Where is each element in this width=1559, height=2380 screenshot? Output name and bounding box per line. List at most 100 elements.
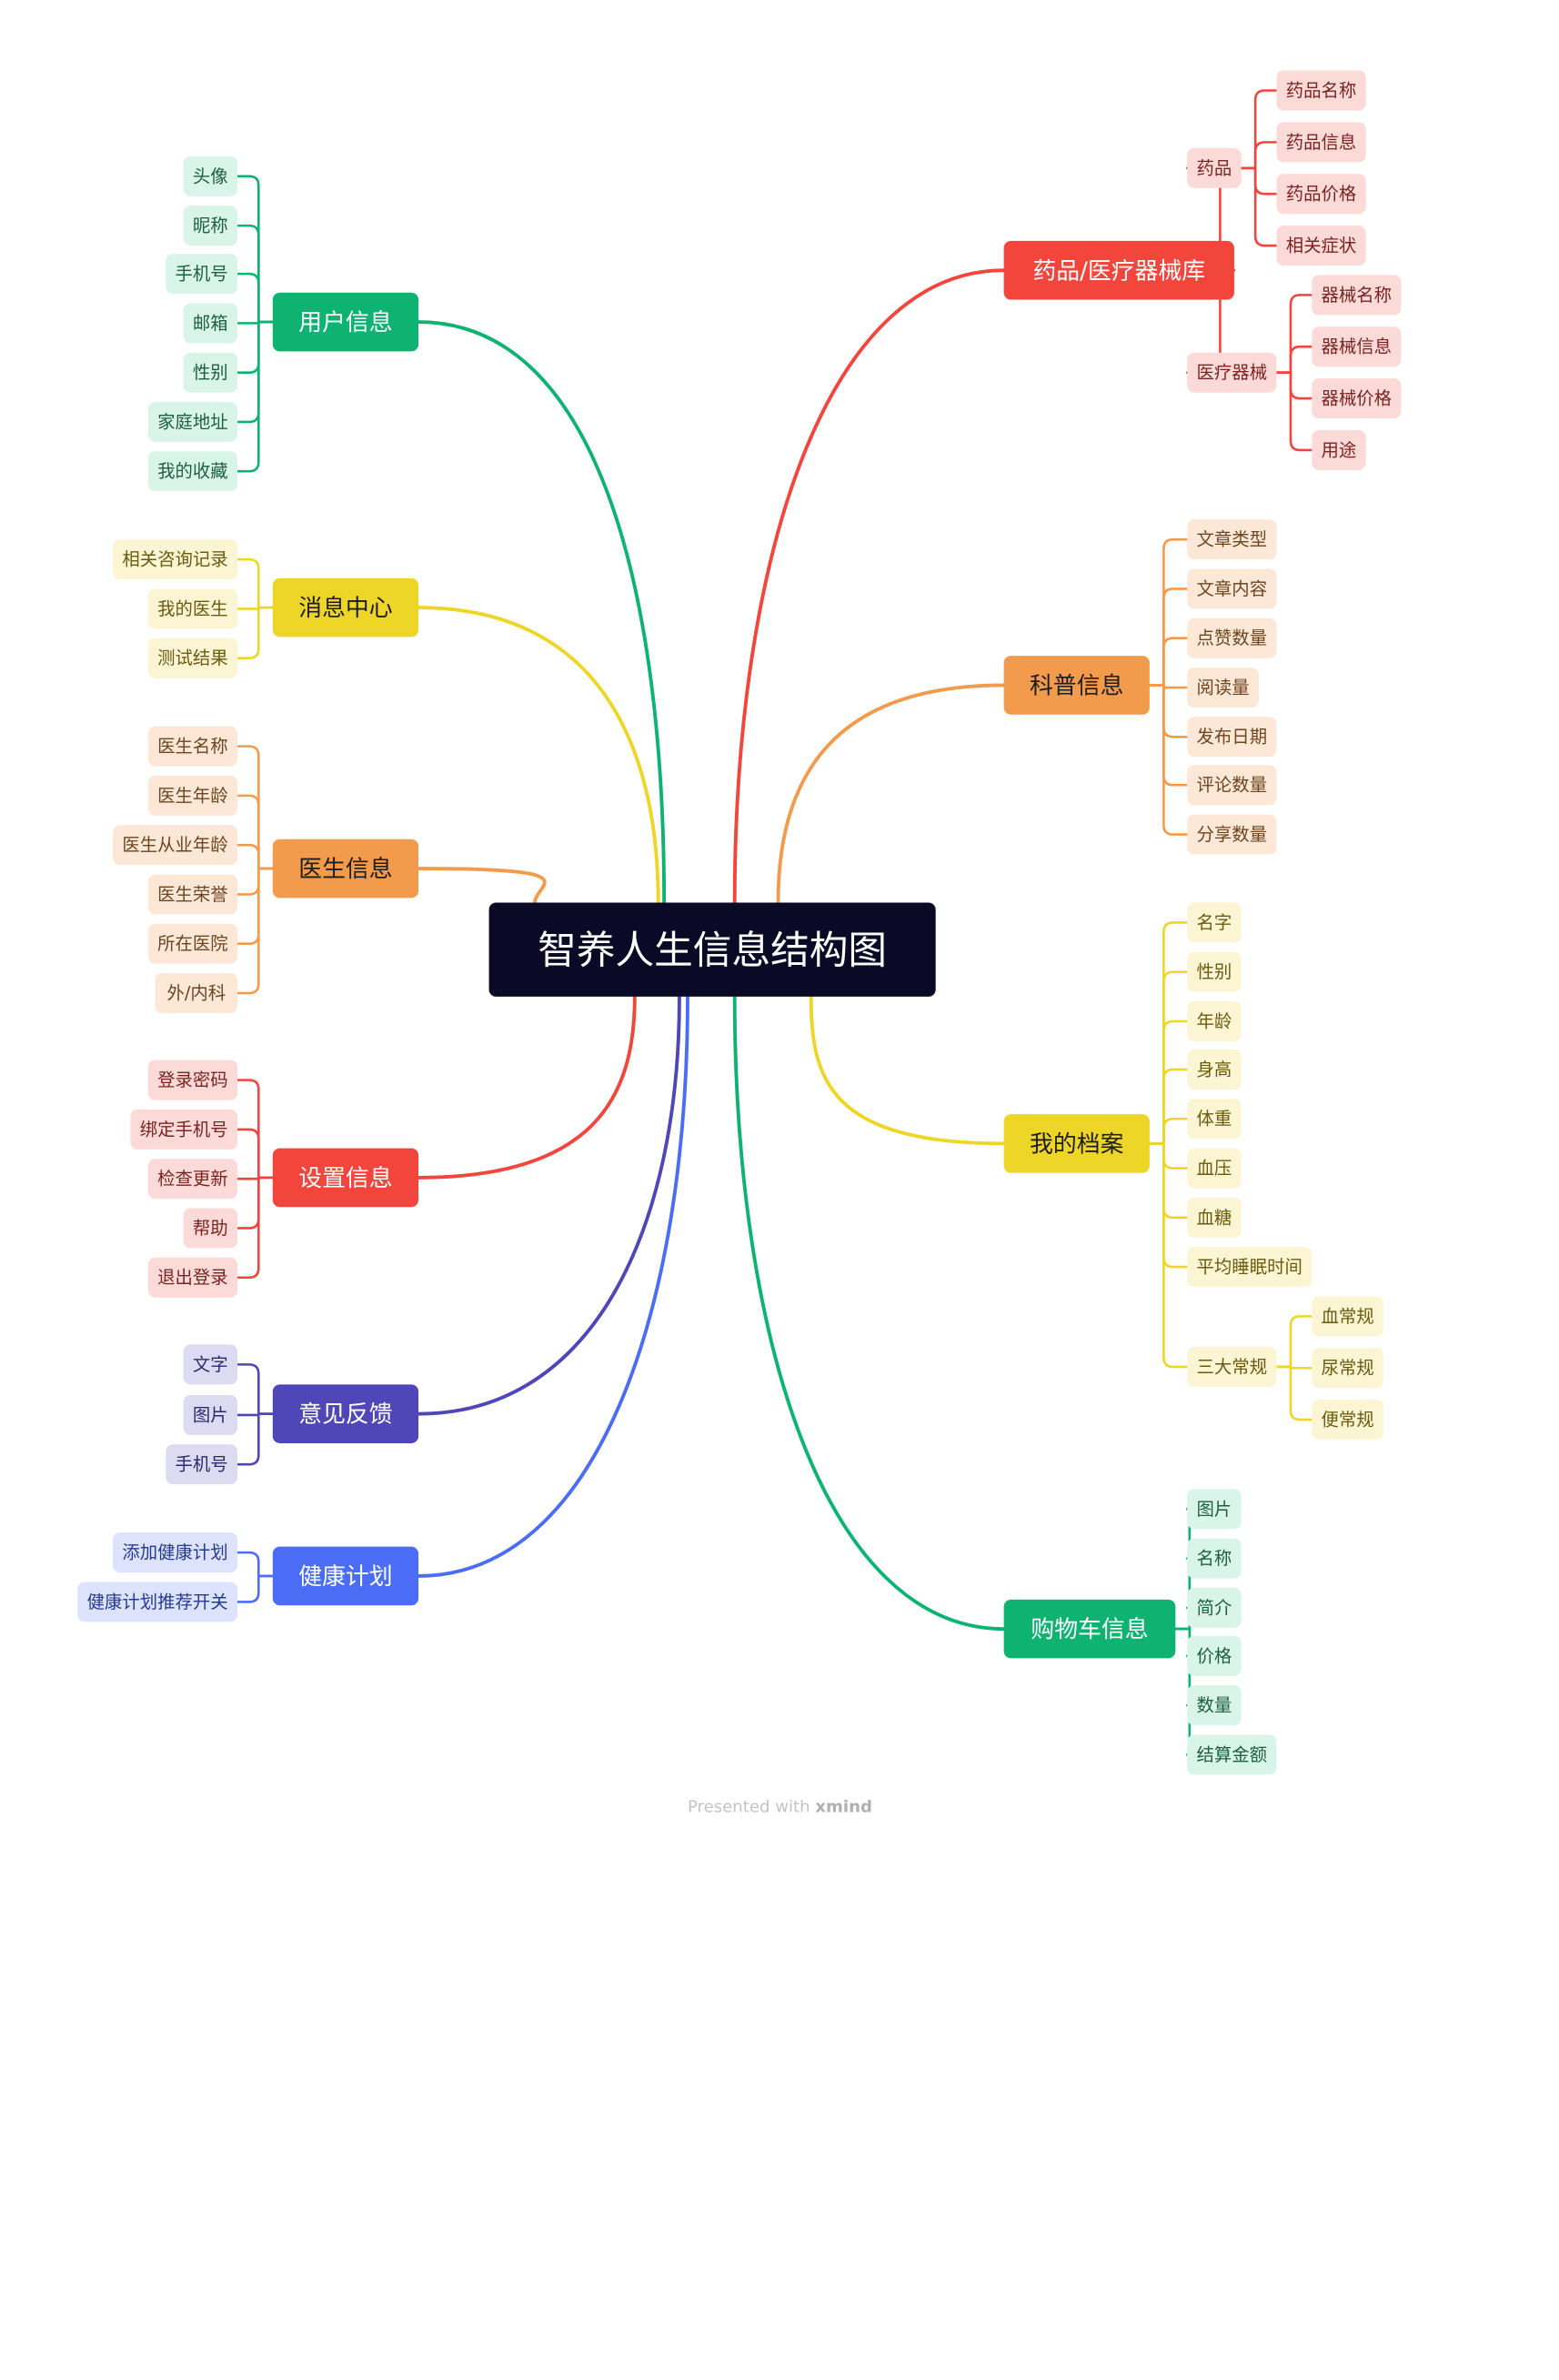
subtopic-6-1[interactable]: 医疗器械 (1187, 352, 1277, 393)
subtopic-8-5[interactable]: 血压 (1187, 1148, 1242, 1189)
subtopic-link-7-1 (1148, 587, 1189, 687)
subtopic-6-0[interactable]: 药品 (1187, 147, 1242, 188)
subtopic-link-3-4 (236, 1176, 275, 1280)
subsubtopic-link-6-0-2 (1240, 166, 1278, 196)
subtopic-link-8-8 (1148, 1142, 1189, 1369)
subsubtopic-6-0-3[interactable]: 相关症状 (1276, 226, 1366, 266)
subtopic-2-0[interactable]: 医生名称 (147, 726, 238, 767)
subtopic-link-3-0 (236, 1079, 275, 1180)
subtopic-link-0-1 (236, 224, 275, 324)
subtopic-link-1-0 (236, 557, 275, 609)
subtopic-0-3[interactable]: 邮箱 (183, 303, 238, 344)
subtopic-0-4[interactable]: 性别 (183, 352, 238, 393)
subtopic-4-2[interactable]: 手机号 (166, 1444, 238, 1485)
footer-brand: xmind (815, 1798, 872, 1817)
footer-credit: Presented with xmind (0, 1798, 1559, 1817)
subtopic-2-2[interactable]: 医生从业年龄 (113, 825, 238, 866)
branch-topic-5[interactable]: 健康计划 (272, 1546, 419, 1606)
branch-topic-4[interactable]: 意见反馈 (272, 1384, 419, 1443)
subtopic-9-1[interactable]: 名称 (1187, 1538, 1242, 1579)
subtopic-2-1[interactable]: 医生年龄 (147, 775, 238, 816)
subtopic-8-0[interactable]: 名字 (1187, 902, 1242, 943)
branch-topic-1[interactable]: 消息中心 (272, 577, 419, 638)
subtopic-link-2-5 (236, 867, 275, 995)
subtopic-2-5[interactable]: 外/内科 (155, 973, 238, 1013)
subsubtopic-6-1-2[interactable]: 器械价格 (1312, 378, 1402, 419)
subtopic-7-4[interactable]: 发布日期 (1187, 717, 1277, 758)
subtopic-link-2-1 (236, 794, 275, 870)
subtopic-7-3[interactable]: 阅读量 (1187, 668, 1260, 708)
subtopic-link-7-4 (1148, 684, 1189, 738)
subtopic-5-0[interactable]: 添加健康计划 (113, 1532, 238, 1573)
subtopic-3-2[interactable]: 检查更新 (147, 1159, 238, 1200)
subtopic-0-2[interactable]: 手机号 (166, 254, 238, 295)
subtopic-3-1[interactable]: 绑定手机号 (130, 1109, 238, 1150)
subtopic-8-1[interactable]: 性别 (1187, 951, 1242, 992)
subsubtopic-6-1-3[interactable]: 用途 (1312, 429, 1366, 470)
subtopic-5-1[interactable]: 健康计划推荐开关 (77, 1582, 238, 1622)
subsubtopic-link-8-8-2 (1275, 1365, 1313, 1421)
subtopic-7-6[interactable]: 分享数量 (1187, 814, 1277, 855)
branch-topic-6[interactable]: 药品/医疗器械库 (1003, 240, 1234, 300)
branch-link-1 (417, 606, 660, 905)
subtopic-link-8-3 (1148, 1068, 1189, 1145)
branch-topic-3[interactable]: 设置信息 (272, 1148, 419, 1208)
subsubtopic-6-0-0[interactable]: 药品名称 (1276, 70, 1366, 111)
subsubtopic-6-1-1[interactable]: 器械信息 (1312, 326, 1402, 367)
subtopic-link-8-1 (1148, 970, 1189, 1145)
subsubtopic-link-6-1-2 (1275, 371, 1313, 400)
subtopic-9-4[interactable]: 数量 (1187, 1685, 1242, 1726)
subtopic-2-3[interactable]: 医生荣誉 (147, 874, 238, 915)
subtopic-1-2[interactable]: 测试结果 (147, 638, 238, 678)
subsubtopic-6-1-0[interactable]: 器械名称 (1312, 275, 1402, 316)
branch-topic-9[interactable]: 购物车信息 (1003, 1599, 1176, 1659)
branch-link-5 (417, 994, 689, 1578)
subtopic-8-3[interactable]: 身高 (1187, 1049, 1242, 1090)
subtopic-2-4[interactable]: 所在医院 (147, 923, 238, 964)
subtopic-link-0-6 (236, 320, 275, 473)
branch-topic-0[interactable]: 用户信息 (272, 292, 419, 352)
subtopic-7-0[interactable]: 文章类型 (1187, 519, 1277, 560)
subtopic-3-3[interactable]: 帮助 (183, 1208, 238, 1249)
subtopic-link-3-3 (236, 1176, 275, 1230)
subtopic-8-4[interactable]: 体重 (1187, 1099, 1242, 1140)
subtopic-0-6[interactable]: 我的收藏 (147, 451, 238, 492)
subsubtopic-8-8-1[interactable]: 尿常规 (1312, 1348, 1384, 1389)
branch-link-3 (417, 994, 637, 1180)
subtopic-8-2[interactable]: 年龄 (1187, 1001, 1242, 1041)
subtopic-0-5[interactable]: 家庭地址 (147, 401, 238, 442)
subtopic-4-0[interactable]: 文字 (183, 1344, 238, 1385)
subtopic-8-6[interactable]: 血糖 (1187, 1197, 1242, 1238)
central-topic[interactable]: 智养人生信息结构图 (488, 902, 936, 997)
subtopic-3-4[interactable]: 退出登录 (147, 1257, 238, 1298)
subsubtopic-6-0-1[interactable]: 药品信息 (1276, 122, 1366, 163)
subtopic-0-0[interactable]: 头像 (183, 156, 238, 196)
branch-topic-8[interactable]: 我的档案 (1003, 1114, 1150, 1173)
subtopic-7-2[interactable]: 点赞数量 (1187, 618, 1277, 658)
subtopic-9-0[interactable]: 图片 (1187, 1489, 1242, 1530)
subsubtopic-8-8-0[interactable]: 血常规 (1312, 1296, 1384, 1337)
subtopic-link-0-0 (236, 175, 275, 324)
subtopic-7-1[interactable]: 文章内容 (1187, 568, 1277, 609)
subtopic-1-1[interactable]: 我的医生 (147, 588, 238, 629)
branch-link-7 (776, 683, 1006, 905)
subtopic-1-0[interactable]: 相关咨询记录 (113, 539, 238, 580)
subtopic-9-3[interactable]: 价格 (1187, 1635, 1242, 1676)
subsubtopic-link-6-0-3 (1240, 166, 1278, 247)
subtopic-link-2-4 (236, 867, 275, 946)
branch-topic-2[interactable]: 医生信息 (272, 839, 419, 899)
branch-link-0 (417, 320, 667, 905)
branch-topic-7[interactable]: 科普信息 (1003, 656, 1150, 715)
subtopic-9-5[interactable]: 结算金额 (1187, 1734, 1277, 1775)
subtopic-3-0[interactable]: 登录密码 (147, 1059, 238, 1100)
subsubtopic-8-8-2[interactable]: 便常规 (1312, 1400, 1384, 1441)
subtopic-9-2[interactable]: 简介 (1187, 1587, 1242, 1628)
subtopic-4-1[interactable]: 图片 (183, 1394, 238, 1435)
subtopic-8-8[interactable]: 三大常规 (1187, 1346, 1277, 1387)
subtopic-8-7[interactable]: 平均睡眠时间 (1187, 1247, 1313, 1288)
subtopic-7-5[interactable]: 评论数量 (1187, 765, 1277, 806)
subtopic-link-8-4 (1148, 1117, 1189, 1145)
subtopic-0-1[interactable]: 昵称 (183, 206, 238, 246)
subtopic-link-8-7 (1148, 1142, 1189, 1269)
subsubtopic-6-0-2[interactable]: 药品价格 (1276, 174, 1366, 215)
